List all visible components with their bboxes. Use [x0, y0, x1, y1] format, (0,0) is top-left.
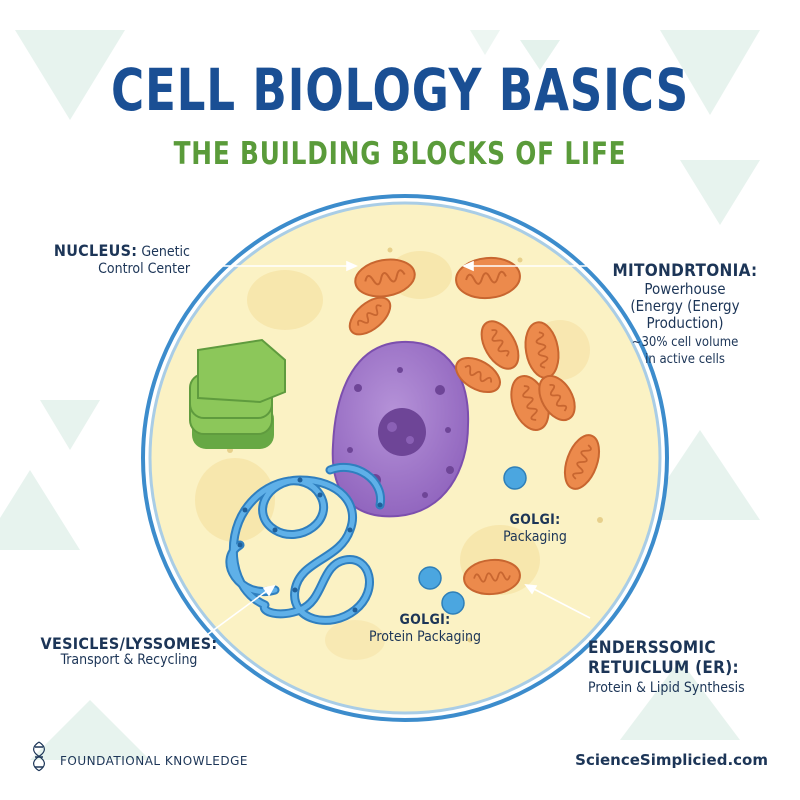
mitochondria-line-2: (Energy (Energy	[630, 297, 740, 315]
footer-left-text: FOUNDATIONAL KNOWLEDGE	[60, 754, 248, 768]
mitochondrion	[463, 558, 521, 596]
er-label-desc: Protein & Lipid Synthesis	[588, 680, 745, 696]
mitochondrion	[348, 296, 392, 336]
mitochondrion	[354, 258, 416, 298]
mitochondrion	[524, 321, 560, 379]
endoplasmic-reticulum	[225, 462, 385, 625]
background-pattern	[0, 30, 760, 760]
mitochondrion	[480, 320, 520, 370]
mitochondria-line-5: in active cells	[645, 352, 725, 367]
page-title: CELL BIOLOGY BASICS	[111, 56, 689, 124]
nucleus-label-name: NUCLEUS:	[53, 241, 138, 260]
vesicles-label-name: VESICLES/LYSSOMES:	[40, 634, 218, 653]
dna-icon	[33, 741, 45, 772]
chloroplast-stack	[189, 338, 286, 449]
nucleus-label-desc-2: Control Center	[98, 261, 190, 277]
mitochondria-label: MITONDRTONIA: Powerhouse (Energy (Energy…	[600, 262, 770, 368]
mitochondria-line-3: Production)	[646, 314, 724, 332]
mitochondria-group	[348, 256, 601, 596]
golgi-center-desc: Protein Packaging	[369, 629, 481, 645]
vesicles-label-desc: Transport & Recycling	[60, 652, 198, 668]
mitochondria-label-name: MITONDRTONIA:	[612, 261, 758, 281]
mitochondrion	[538, 374, 576, 422]
callout-lines	[192, 260, 600, 641]
mitochondria-line-4: ~30% cell volume	[631, 335, 739, 350]
golgi-right-label: GOLGI: Packaging	[480, 512, 590, 546]
vesicles	[418, 466, 527, 615]
mitochondria-line-1: Powerhouse	[644, 280, 726, 298]
nucleolus	[378, 408, 426, 456]
golgi-right-name: GOLGI:	[509, 512, 561, 528]
er-label: ENDERSSOMIC RETUICLUM (ER): Protein & Li…	[588, 638, 768, 697]
vesicles-label: VESICLES/LYSSOMES: Transport & Recycling	[34, 635, 224, 669]
er-label-name-2: RETUICLUM (ER):	[588, 658, 739, 678]
mitochondrion	[563, 434, 601, 490]
mitochondrion	[455, 356, 501, 394]
nucleus-label: NUCLEUS: Genetic Control Center	[40, 242, 190, 278]
golgi-right-desc: Packaging	[503, 529, 567, 545]
page-subtitle: THE BUILDING BLOCKS OF LIFE	[173, 136, 627, 172]
nucleus-label-desc-1: Genetic	[141, 244, 190, 260]
er-label-name-1: ENDERSSOMIC	[588, 638, 716, 658]
golgi-center-label: GOLGI: Protein Packaging	[340, 612, 510, 646]
golgi-center-name: GOLGI:	[399, 612, 451, 628]
footer-right-text[interactable]: ScienceSimplicied.com	[575, 751, 768, 769]
